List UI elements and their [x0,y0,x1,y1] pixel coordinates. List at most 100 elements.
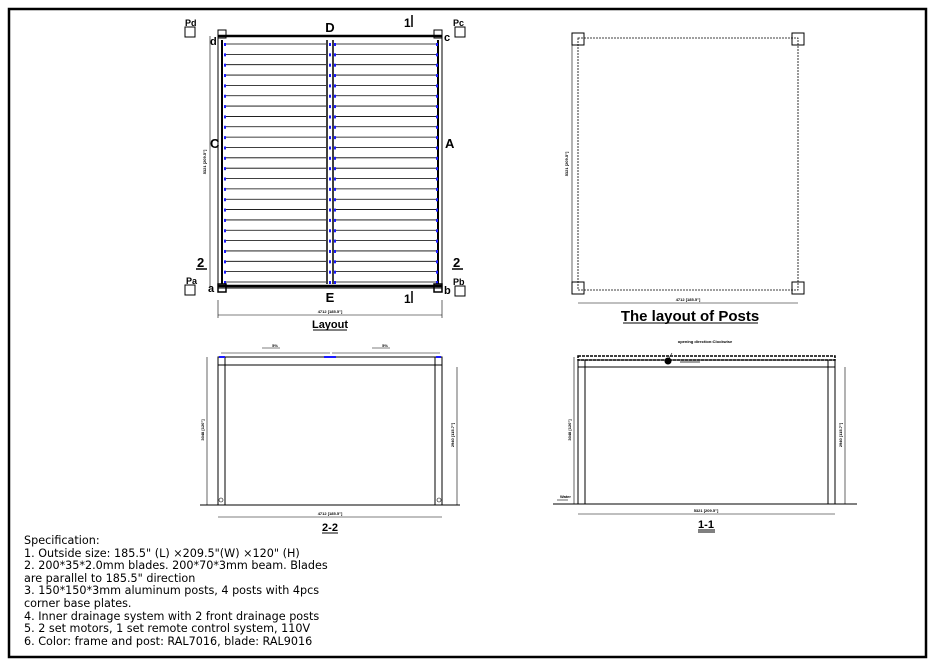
blade-pivot [334,146,336,150]
blade-pivot [436,84,438,88]
opening-direction-note: opening direction:Clockwise [678,339,733,344]
blade-pivot [436,94,438,98]
blade-pivot [329,146,331,150]
blade-pivot [334,136,336,140]
spec-line: 3. 150*150*3mm aluminum posts, 4 posts w… [24,584,320,598]
water-label: Water [560,494,571,499]
blade-pivot [224,198,226,202]
blade-pivot [224,249,226,253]
blade-pivot [334,239,336,243]
post-b [433,283,443,293]
section-1-1-height-right: 2940 [115.7"] [838,422,843,447]
blade-pivot [224,156,226,160]
blade-pivot [329,53,331,57]
blade-pivot [436,281,438,284]
blade-pivot [329,74,331,78]
blade-pivot [329,260,331,264]
layout-title: Layout [312,319,348,331]
blade-pivot [436,167,438,171]
blade-pivot [329,84,331,88]
blade-pivot [224,94,226,98]
section-1-top: 1 [404,16,411,30]
blade-pivot [436,177,438,181]
blade-pivot [224,187,226,191]
blade-pivot [224,105,226,109]
corner-d: d [210,36,217,48]
section-2-2-height-left: 3048 [120"] [200,419,205,441]
posts-length-dim: 5321 [209.5"] [564,151,569,176]
blade-pivot [334,187,336,191]
section-2-left: 2 [197,255,204,270]
blade-pivot [436,249,438,253]
blade-pivot [436,146,438,150]
post-right [434,356,443,506]
blade-pivot [329,229,331,233]
blade-pivot [224,84,226,88]
specification-heading: Specification: [24,534,100,547]
blade-mark [219,356,225,358]
blade-pivot [436,218,438,222]
blade-pivot [329,187,331,191]
blade-pivot [224,281,226,284]
layout-width-dim: 4712 [185.5"] [318,309,343,314]
section-1-1-width-dim: 5321 [209.5"] [694,508,719,513]
blade-pivot [334,281,336,284]
blade-pivot [436,125,438,129]
blade-pivot [224,260,226,264]
posts-title: The layout of Posts [621,308,759,325]
blade-pivot [329,125,331,129]
blade-mark [324,356,336,358]
blade-pivot [436,43,438,46]
blade-pivot [436,187,438,191]
label-a: A [445,136,455,151]
post-left [217,356,226,506]
blade-pivot [224,239,226,243]
corner-c: c [444,32,450,44]
blade-pivot [334,53,336,57]
section-beam [217,356,443,366]
blade-pivot [329,281,331,284]
blade-pivot [329,167,331,171]
blade-pivot [224,125,226,129]
label-c: C [210,136,220,151]
label-d: D [325,20,334,35]
blade-pivot [334,43,336,46]
slope-label: 5% [382,343,388,348]
blade-pivot [329,177,331,181]
section-2-2-title: 2-2 [322,522,338,534]
blade-pivot [334,167,336,171]
blade-pivot [436,208,438,212]
post-label-pc: Pc [453,18,464,28]
blade-pivot [334,260,336,264]
blade-pivot [436,63,438,67]
blade-pivot [436,198,438,202]
post-detail-pc [454,26,466,38]
spec-line: corner base plates. [24,596,132,610]
post-label-pd: Pd [185,18,197,28]
blades [224,43,438,284]
post-detail-pb [454,285,466,297]
blade-pivot [334,125,336,129]
blade-pivot [224,229,226,233]
spec-line: 1. Outside size: 185.5" (L) ×209.5"(W) ×… [24,546,300,560]
blade-pivot [436,260,438,264]
blade-pivot [224,218,226,222]
blade-pivot [436,105,438,109]
blade-pivot [329,63,331,67]
section-1-bottom: 1 [404,292,411,306]
blade-pivot [334,198,336,202]
blade-pivot [329,105,331,109]
blade-pivot [436,156,438,160]
section-1-1-height-left: 3048 [120"] [567,419,572,441]
posts-view [571,32,805,324]
posts-width-dim: 4712 [185.5"] [676,297,701,302]
blade-pivot [334,229,336,233]
spec-line: 5. 2 set motors, 1 set remote control sy… [24,622,311,636]
blade-pivot [224,53,226,57]
blade-pivot [436,53,438,57]
motor-icon [664,357,672,365]
layout-view [184,15,466,331]
blade-pivot [334,208,336,212]
post-corner [791,281,805,295]
section-2-2 [200,347,460,534]
